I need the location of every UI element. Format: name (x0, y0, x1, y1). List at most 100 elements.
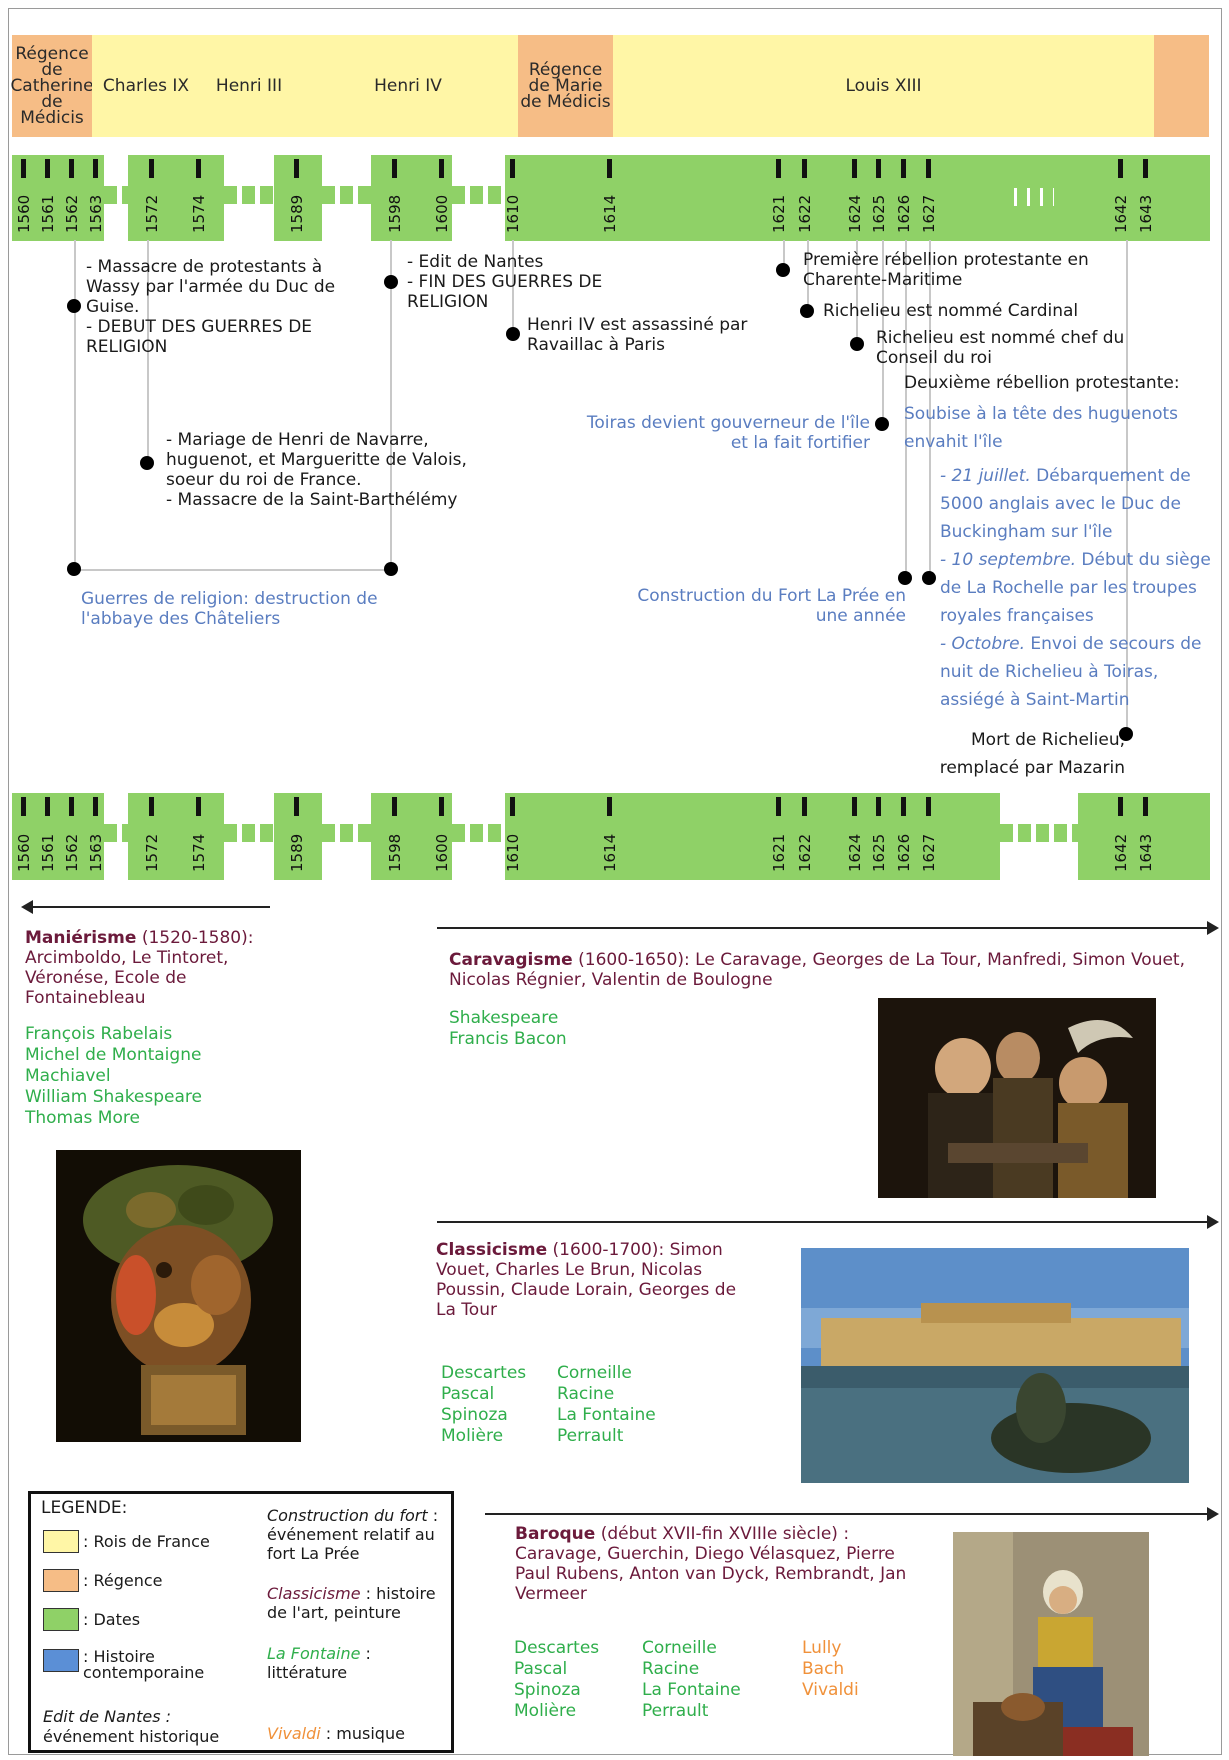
event-henri-iv-assassine: Henri IV est assassiné par Ravaillac à P… (527, 315, 748, 355)
date-bar-segment (128, 793, 224, 880)
event-dot (67, 299, 81, 313)
date-bar-connector (452, 824, 505, 842)
list-item: Bach (802, 1659, 845, 1679)
event-dot (922, 571, 936, 585)
list-item: Corneille (557, 1363, 632, 1383)
event-rebellion-2-title: Deuxième rébellion protestante: (904, 373, 1180, 393)
legend-swatch-dates (43, 1608, 79, 1631)
date-bar-connector (104, 824, 128, 842)
year-label: 1563 (87, 194, 105, 233)
year-label: 1614 (601, 194, 619, 233)
year-tick (149, 159, 154, 178)
year-tick (852, 159, 857, 178)
year-tick (776, 797, 781, 816)
event-mariage: - Mariage de Henri de Navarre, huguenot,… (166, 430, 467, 510)
year-tick (1118, 797, 1123, 816)
year-tick (93, 797, 98, 816)
year-label: 1643 (1137, 833, 1155, 872)
list-item: William Shakespeare (25, 1087, 202, 1107)
date-bar-segment (12, 155, 104, 241)
event-dot (776, 263, 790, 277)
legend-edit-sample: Edit de Nantes : (43, 1707, 171, 1726)
connector-line (856, 240, 858, 345)
list-item: Spinoza (441, 1405, 508, 1425)
year-tick (294, 797, 299, 816)
connector-line (783, 240, 785, 270)
event-toiras: Toiras devient gouverneur de l'île et la… (586, 413, 870, 453)
event-dot (384, 562, 398, 576)
connector-line (512, 240, 514, 335)
reign-charles-ix: Charles IX (92, 35, 200, 137)
connector-line (807, 240, 809, 312)
movement-manierisme: Maniérisme (1520-1580): Arcimboldo, Le T… (25, 928, 254, 1008)
painting-caravage-tricheurs (878, 998, 1156, 1198)
year-label: 1598 (386, 194, 404, 233)
legend-swatch-regence (43, 1569, 79, 1592)
date-bar-segment (505, 155, 1210, 241)
connector-line (74, 569, 392, 571)
year-label: 1560 (15, 194, 33, 233)
year-tick (1143, 159, 1148, 178)
legend-edit-desc: événement historique (43, 1727, 220, 1746)
year-tick (45, 797, 50, 816)
list-item: Racine (642, 1659, 700, 1679)
list-item: Descartes (441, 1363, 527, 1383)
connector-line (74, 240, 76, 570)
year-tick (439, 797, 444, 816)
year-label: 1600 (433, 194, 451, 233)
date-bar-connector (452, 186, 505, 204)
list-item: Pascal (514, 1659, 568, 1679)
year-label: 1622 (796, 833, 814, 872)
year-label: 1624 (846, 194, 864, 233)
year-label: 1621 (770, 194, 788, 233)
reign-regence-end (1154, 35, 1209, 137)
painting-versailles (801, 1248, 1189, 1483)
year-label: 1562 (63, 194, 81, 233)
list-item: Lully (802, 1638, 842, 1658)
movement-baroque: Baroque (début XVII-fin XVIIIe siècle) :… (515, 1524, 907, 1604)
movement-classicisme: Classicisme (1600-1700): Simon Vouet, Ch… (436, 1240, 737, 1320)
list-item: Perrault (557, 1426, 624, 1446)
year-tick (392, 797, 397, 816)
painting-arcimboldo (56, 1150, 301, 1442)
list-item: La Fontaine (642, 1680, 741, 1700)
year-tick (196, 797, 201, 816)
year-label: 1589 (288, 194, 306, 233)
list-item: Francis Bacon (449, 1029, 567, 1049)
event-10-septembre: - 10 septembre. Début du siège de La Roc… (940, 550, 1211, 626)
year-label: 1642 (1112, 833, 1130, 872)
legend-title: LEGENDE: (41, 1498, 128, 1518)
legend-rois: : Rois de France (83, 1532, 210, 1551)
event-chef-conseil: Richelieu est nommé chef du Conseil du r… (876, 328, 1125, 368)
year-label: 1624 (846, 833, 864, 872)
year-tick (69, 797, 74, 816)
event-rebellion-1: Première rébellion protestante en Charen… (803, 250, 1089, 290)
connector-line (147, 240, 149, 460)
year-tick (294, 159, 299, 178)
year-tick (607, 159, 612, 178)
year-label: 1642 (1112, 194, 1130, 233)
date-bar-connector (1000, 824, 1078, 842)
legend-regence: : Régence (83, 1571, 163, 1590)
year-tick (607, 797, 612, 816)
year-tick (802, 797, 807, 816)
year-tick (1118, 159, 1123, 178)
year-tick (149, 797, 154, 816)
connector-line (390, 240, 392, 570)
reign-regence-marie: Régence de Marie de Médicis (518, 35, 613, 137)
date-bar-gap (1014, 188, 1054, 206)
event-abbaye: Guerres de religion: destruction de l'ab… (81, 589, 378, 629)
event-dot (67, 562, 81, 576)
list-item: Spinoza (514, 1680, 581, 1700)
legend-litterature: La Fontaine :littérature (267, 1644, 371, 1682)
movement-caravagisme: Caravagisme (1600-1650): Le Caravage, Ge… (449, 950, 1186, 990)
reign-regence-catherine: Régence de Catherine de Médicis (10, 35, 94, 137)
event-dot (384, 275, 398, 289)
event-mort-richelieu: Mort de Richelieu, remplacé par Mazarin (939, 730, 1125, 778)
year-tick (776, 159, 781, 178)
year-tick (69, 159, 74, 178)
year-tick (901, 797, 906, 816)
